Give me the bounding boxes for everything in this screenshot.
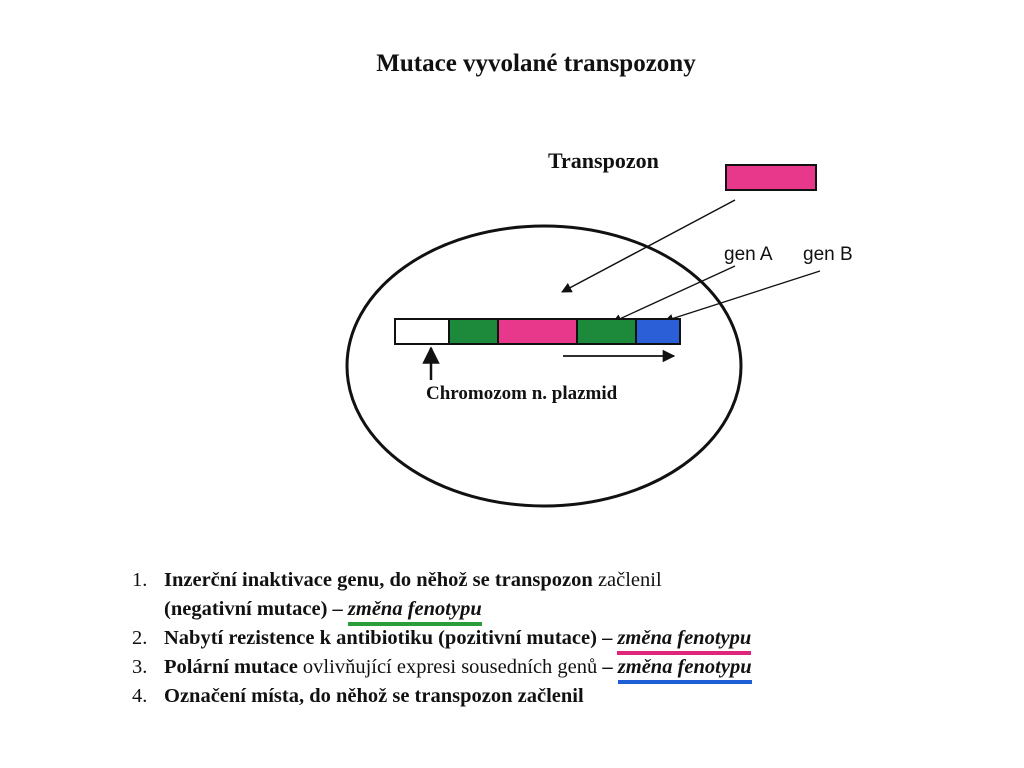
transposon-diagram: Transpozon gen A gen B Chromozom n. plaz… xyxy=(345,148,853,508)
transposon-label: Transpozon xyxy=(548,148,659,173)
list-item-text: začlenil xyxy=(592,569,662,591)
gene-a-pointer xyxy=(612,265,736,323)
chromosome-segment-gene xyxy=(448,318,499,345)
list-item-dash: – xyxy=(597,656,618,678)
list-number: 1. xyxy=(132,569,148,591)
gene-b-pointer xyxy=(664,270,821,323)
phenotype-change-highlight: změna fenotypu xyxy=(347,598,482,626)
chromosome-label: Chromozom n. plazmid xyxy=(426,383,618,404)
list-item-qualifier: (negativní mutace) xyxy=(164,598,328,620)
chromosome-segment-gene-b xyxy=(635,318,681,345)
chromosome xyxy=(394,318,681,345)
phenotype-change-highlight: změna fenotypu xyxy=(617,656,752,684)
list-item-title: Polární mutace xyxy=(164,656,298,678)
list-number: 2. xyxy=(132,627,148,649)
list-number: 3. xyxy=(132,656,148,678)
chromosome-segment-empty xyxy=(394,318,450,345)
list-item-text: do něhož se transpozon začlenil xyxy=(304,685,584,707)
gene-a-label: gen A xyxy=(724,244,773,265)
list-item: 1. Inzerční inaktivace genu, do něhož se… xyxy=(132,566,912,595)
list-item-dash: – xyxy=(327,598,348,620)
list-item-dash: – xyxy=(596,627,618,649)
list-item: 2. Nabytí rezistence k antibiotiku (pozi… xyxy=(132,624,912,655)
list-item-text: ovlivňující expresi sousedních genů xyxy=(297,656,598,678)
list-item: 3. Polární mutace ovlivňující expresi so… xyxy=(132,653,912,684)
transposon-element xyxy=(725,164,817,191)
cell-outline xyxy=(345,224,743,508)
phenotype-change-highlight: změna fenotypu xyxy=(617,627,752,655)
chromosome-segment-inserted-transposon xyxy=(497,318,578,345)
page-title: Mutace vyvolané transpozony xyxy=(376,50,696,77)
list-number: 4. xyxy=(132,685,148,707)
list-item-title: Inzerční inaktivace genu, do něhož se tr… xyxy=(164,569,593,591)
insertion-arrow xyxy=(561,199,736,293)
chromosome-segment-gene-a xyxy=(576,318,637,345)
list-item-continuation: (negativní mutace) – změna fenotypu xyxy=(132,595,912,626)
mutation-list: 1. Inzerční inaktivace genu, do něhož se… xyxy=(132,566,912,711)
list-item: 4. Označení místa, do něhož se transpozo… xyxy=(132,682,912,711)
gene-b-label: gen B xyxy=(803,244,853,265)
list-item-title: Označení místa, xyxy=(164,685,305,707)
list-item-title: Nabytí rezistence k antibiotiku (pozitiv… xyxy=(164,627,597,649)
